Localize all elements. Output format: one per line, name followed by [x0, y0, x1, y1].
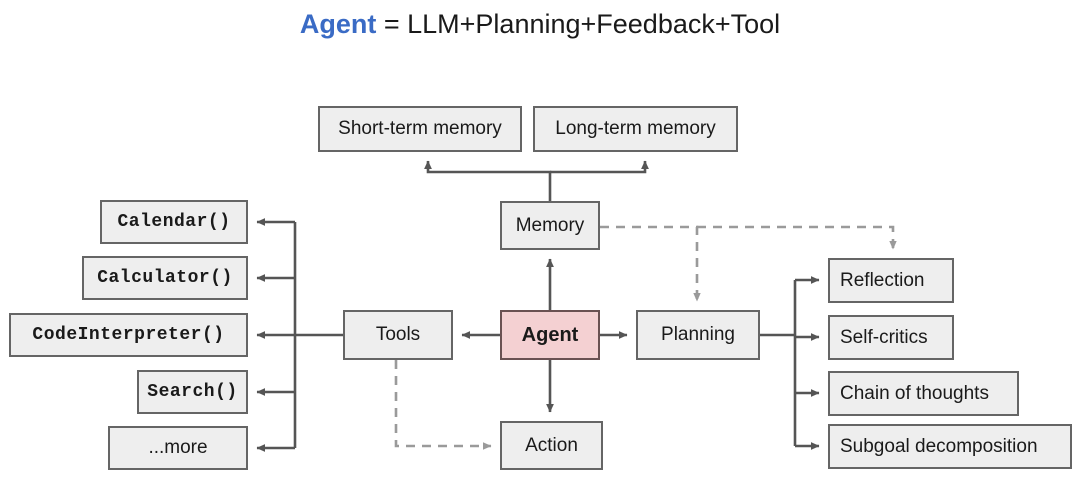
edge-tools-action-dashed — [394, 360, 492, 450]
node-memory-label: Memory — [515, 214, 585, 236]
node-tool-search[interactable]: Search() — [137, 370, 248, 414]
edge-memory-planning-dashed — [600, 225, 701, 302]
node-planning-label: Planning — [661, 324, 735, 345]
node-tool-calendar[interactable]: Calendar() — [100, 200, 248, 244]
page-title: Agent = LLM+Planning+Feedback+Tool — [0, 6, 1080, 42]
node-agent[interactable]: Agent — [500, 310, 600, 360]
node-planning-reflection[interactable]: Reflection — [828, 258, 954, 303]
title-equation: = LLM+Planning+Feedback+Tool — [383, 9, 781, 39]
node-planning-self-critics[interactable]: Self-critics — [828, 315, 954, 360]
node-tool-calculator[interactable]: Calculator() — [82, 256, 248, 300]
node-long-term-memory[interactable]: Long-term memory — [533, 106, 738, 152]
node-planning-chain-of-thoughts-label: Chain of thoughts — [840, 382, 989, 404]
node-action[interactable]: Action — [500, 421, 603, 470]
node-memory[interactable]: Memory — [500, 201, 600, 250]
node-tool-more-label: ...more — [148, 437, 208, 458]
node-short-term-memory[interactable]: Short-term memory — [318, 106, 522, 152]
edge-memory-long-term — [550, 160, 649, 174]
node-planning-chain-of-thoughts[interactable]: Chain of thoughts — [828, 371, 1019, 416]
node-tool-more[interactable]: ...more — [108, 426, 248, 470]
node-tool-calculator-label: Calculator() — [97, 268, 233, 288]
node-tools-label: Tools — [375, 324, 421, 345]
node-short-term-memory-label: Short-term memory — [338, 118, 502, 139]
node-tool-calendar-label: Calendar() — [117, 212, 231, 232]
edge-memory-short-term — [424, 160, 552, 201]
node-planning-self-critics-label: Self-critics — [840, 326, 928, 348]
node-tool-codeinterpreter[interactable]: CodeInterpreter() — [9, 313, 248, 357]
node-planning-reflection-label: Reflection — [840, 269, 925, 291]
node-long-term-memory-label: Long-term memory — [555, 118, 716, 139]
node-planning-subgoal-decomposition[interactable]: Subgoal decomposition — [828, 424, 1072, 469]
node-agent-label: Agent — [521, 323, 579, 346]
node-tool-search-label: Search() — [147, 382, 238, 402]
node-tools[interactable]: Tools — [343, 310, 453, 360]
node-action-label: Action — [525, 434, 578, 456]
node-tool-codeinterpreter-label: CodeInterpreter() — [32, 325, 225, 345]
title-agent-term: Agent — [299, 9, 377, 39]
node-planning[interactable]: Planning — [636, 310, 760, 360]
edge-memory-reflection-dashed — [697, 225, 897, 250]
node-planning-subgoal-decomposition-label: Subgoal decomposition — [840, 435, 1038, 457]
